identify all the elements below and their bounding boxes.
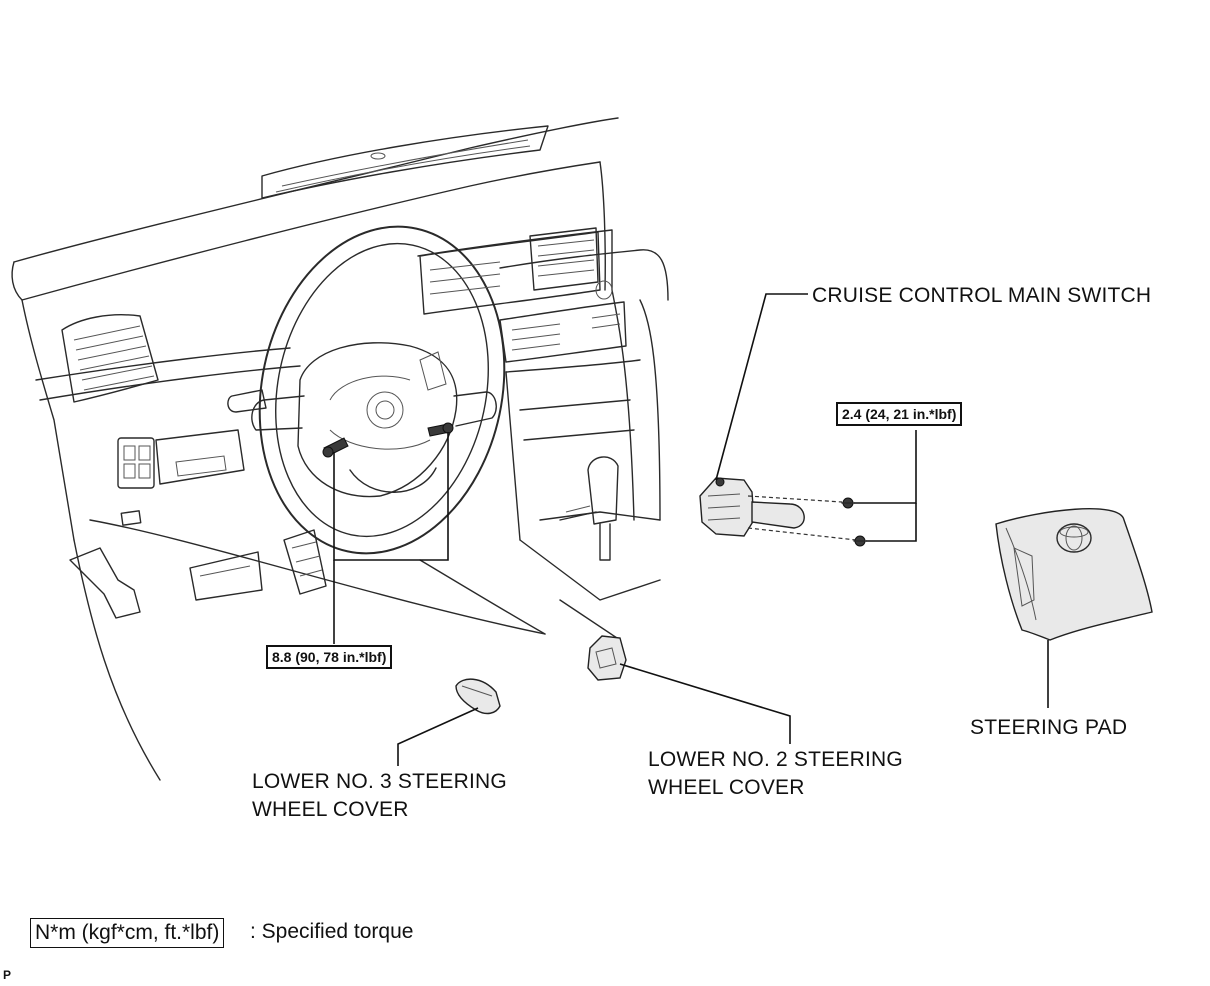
steering-pad-label: STEERING PAD xyxy=(970,716,1128,739)
lower-cover-2-part xyxy=(587,635,627,681)
pad-torque-value: 8.8 (90, 78 in.*lbf) xyxy=(266,645,393,669)
cruise-control-switch-part xyxy=(699,477,867,547)
left-air-vent xyxy=(61,314,159,403)
cruise-switch-leader xyxy=(715,293,808,481)
lower-cover-2-label-line1: LOWER NO. 2 STEERING xyxy=(648,748,903,771)
pad-torque-bracket xyxy=(333,432,449,561)
lower-cover-2-leader xyxy=(619,663,791,744)
switch-torque-value: 2.4 (24, 21 in.*lbf) xyxy=(836,402,963,426)
torque-unit-legend-box: N*m (kgf*cm, ft.*lbf) xyxy=(30,918,225,948)
pedals xyxy=(69,529,327,619)
corner-mark: P xyxy=(3,968,12,982)
steering-wheel xyxy=(227,225,506,555)
lower-cover-2-label-line2: WHEEL COVER xyxy=(648,776,805,799)
switch-torque-bracket-lower xyxy=(866,503,917,542)
left-switch-panel xyxy=(117,429,245,526)
switch-torque-bracket xyxy=(854,430,917,504)
center-stack xyxy=(419,227,627,561)
lower-cover-3-part xyxy=(455,678,501,715)
cruise-control-main-switch-label: CRUISE CONTROL MAIN SWITCH xyxy=(812,284,1152,307)
steering-pad-part xyxy=(995,508,1153,641)
torque-unit-legend-text: : Specified torque xyxy=(250,920,414,943)
lower-cover-3-leader xyxy=(397,707,479,766)
lower-cover-3-label-line1: LOWER NO. 3 STEERING xyxy=(252,770,507,793)
lower-cover-3-label-line2: WHEEL COVER xyxy=(252,798,409,821)
